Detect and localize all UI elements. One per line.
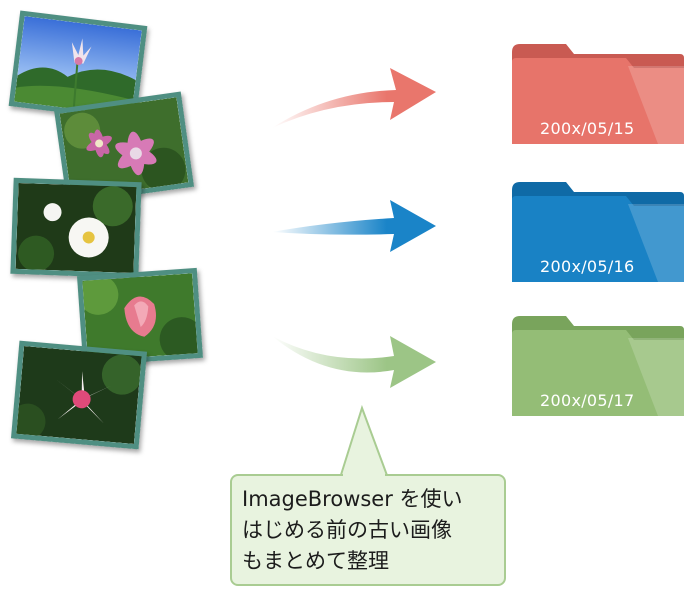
folder-date-label: 200x/05/17: [540, 391, 635, 410]
folder-date-label: 200x/05/15: [540, 119, 635, 138]
folder-date-label: 200x/05/16: [540, 257, 635, 276]
folder-icon[interactable]: 200x/05/15: [508, 40, 688, 150]
folder-icon[interactable]: 200x/05/16: [508, 178, 688, 288]
arrow-right-icon: [272, 68, 436, 128]
callout-line-3: もまとめて整理: [242, 549, 389, 573]
folder-icon[interactable]: 200x/05/17: [508, 312, 688, 422]
callout-box: ImageBrowser を使い はじめる前の古い画像 もまとめて整理: [230, 474, 506, 586]
callout-line-2: はじめる前の古い画像: [242, 518, 452, 542]
photo-pink-blossom: [77, 267, 203, 367]
photo-lily: [10, 340, 148, 450]
arrow-right-icon: [272, 336, 436, 388]
photo-pink-clematis: [53, 91, 195, 205]
photo-white-camellia: [10, 177, 142, 279]
callout-line-1: ImageBrowser を使い: [242, 487, 463, 511]
arrow-right-icon: [272, 200, 436, 252]
